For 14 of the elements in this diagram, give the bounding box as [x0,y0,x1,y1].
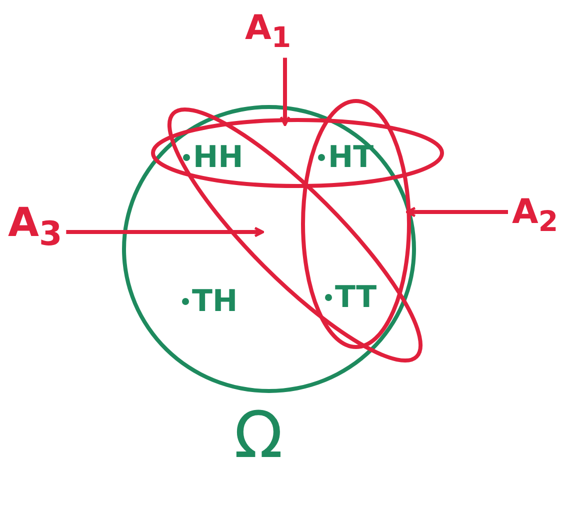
arrow [280,58,290,126]
event-label: A$_{3}$ [8,200,62,253]
event-ellipse [300,98,412,350]
set-name: Ω [234,399,283,473]
event-label: A$_{1}$ [245,8,292,54]
outcome-label: HH [193,140,244,175]
outcome-label: TH [192,284,238,319]
arrow [66,226,264,238]
event-ellipse [150,117,445,189]
arrow [406,206,508,218]
outcome-label: TT [335,280,377,315]
event-ellipse [167,107,423,363]
outcome-label: HT [328,140,374,175]
event-label: A$_{2}$ [512,192,558,238]
